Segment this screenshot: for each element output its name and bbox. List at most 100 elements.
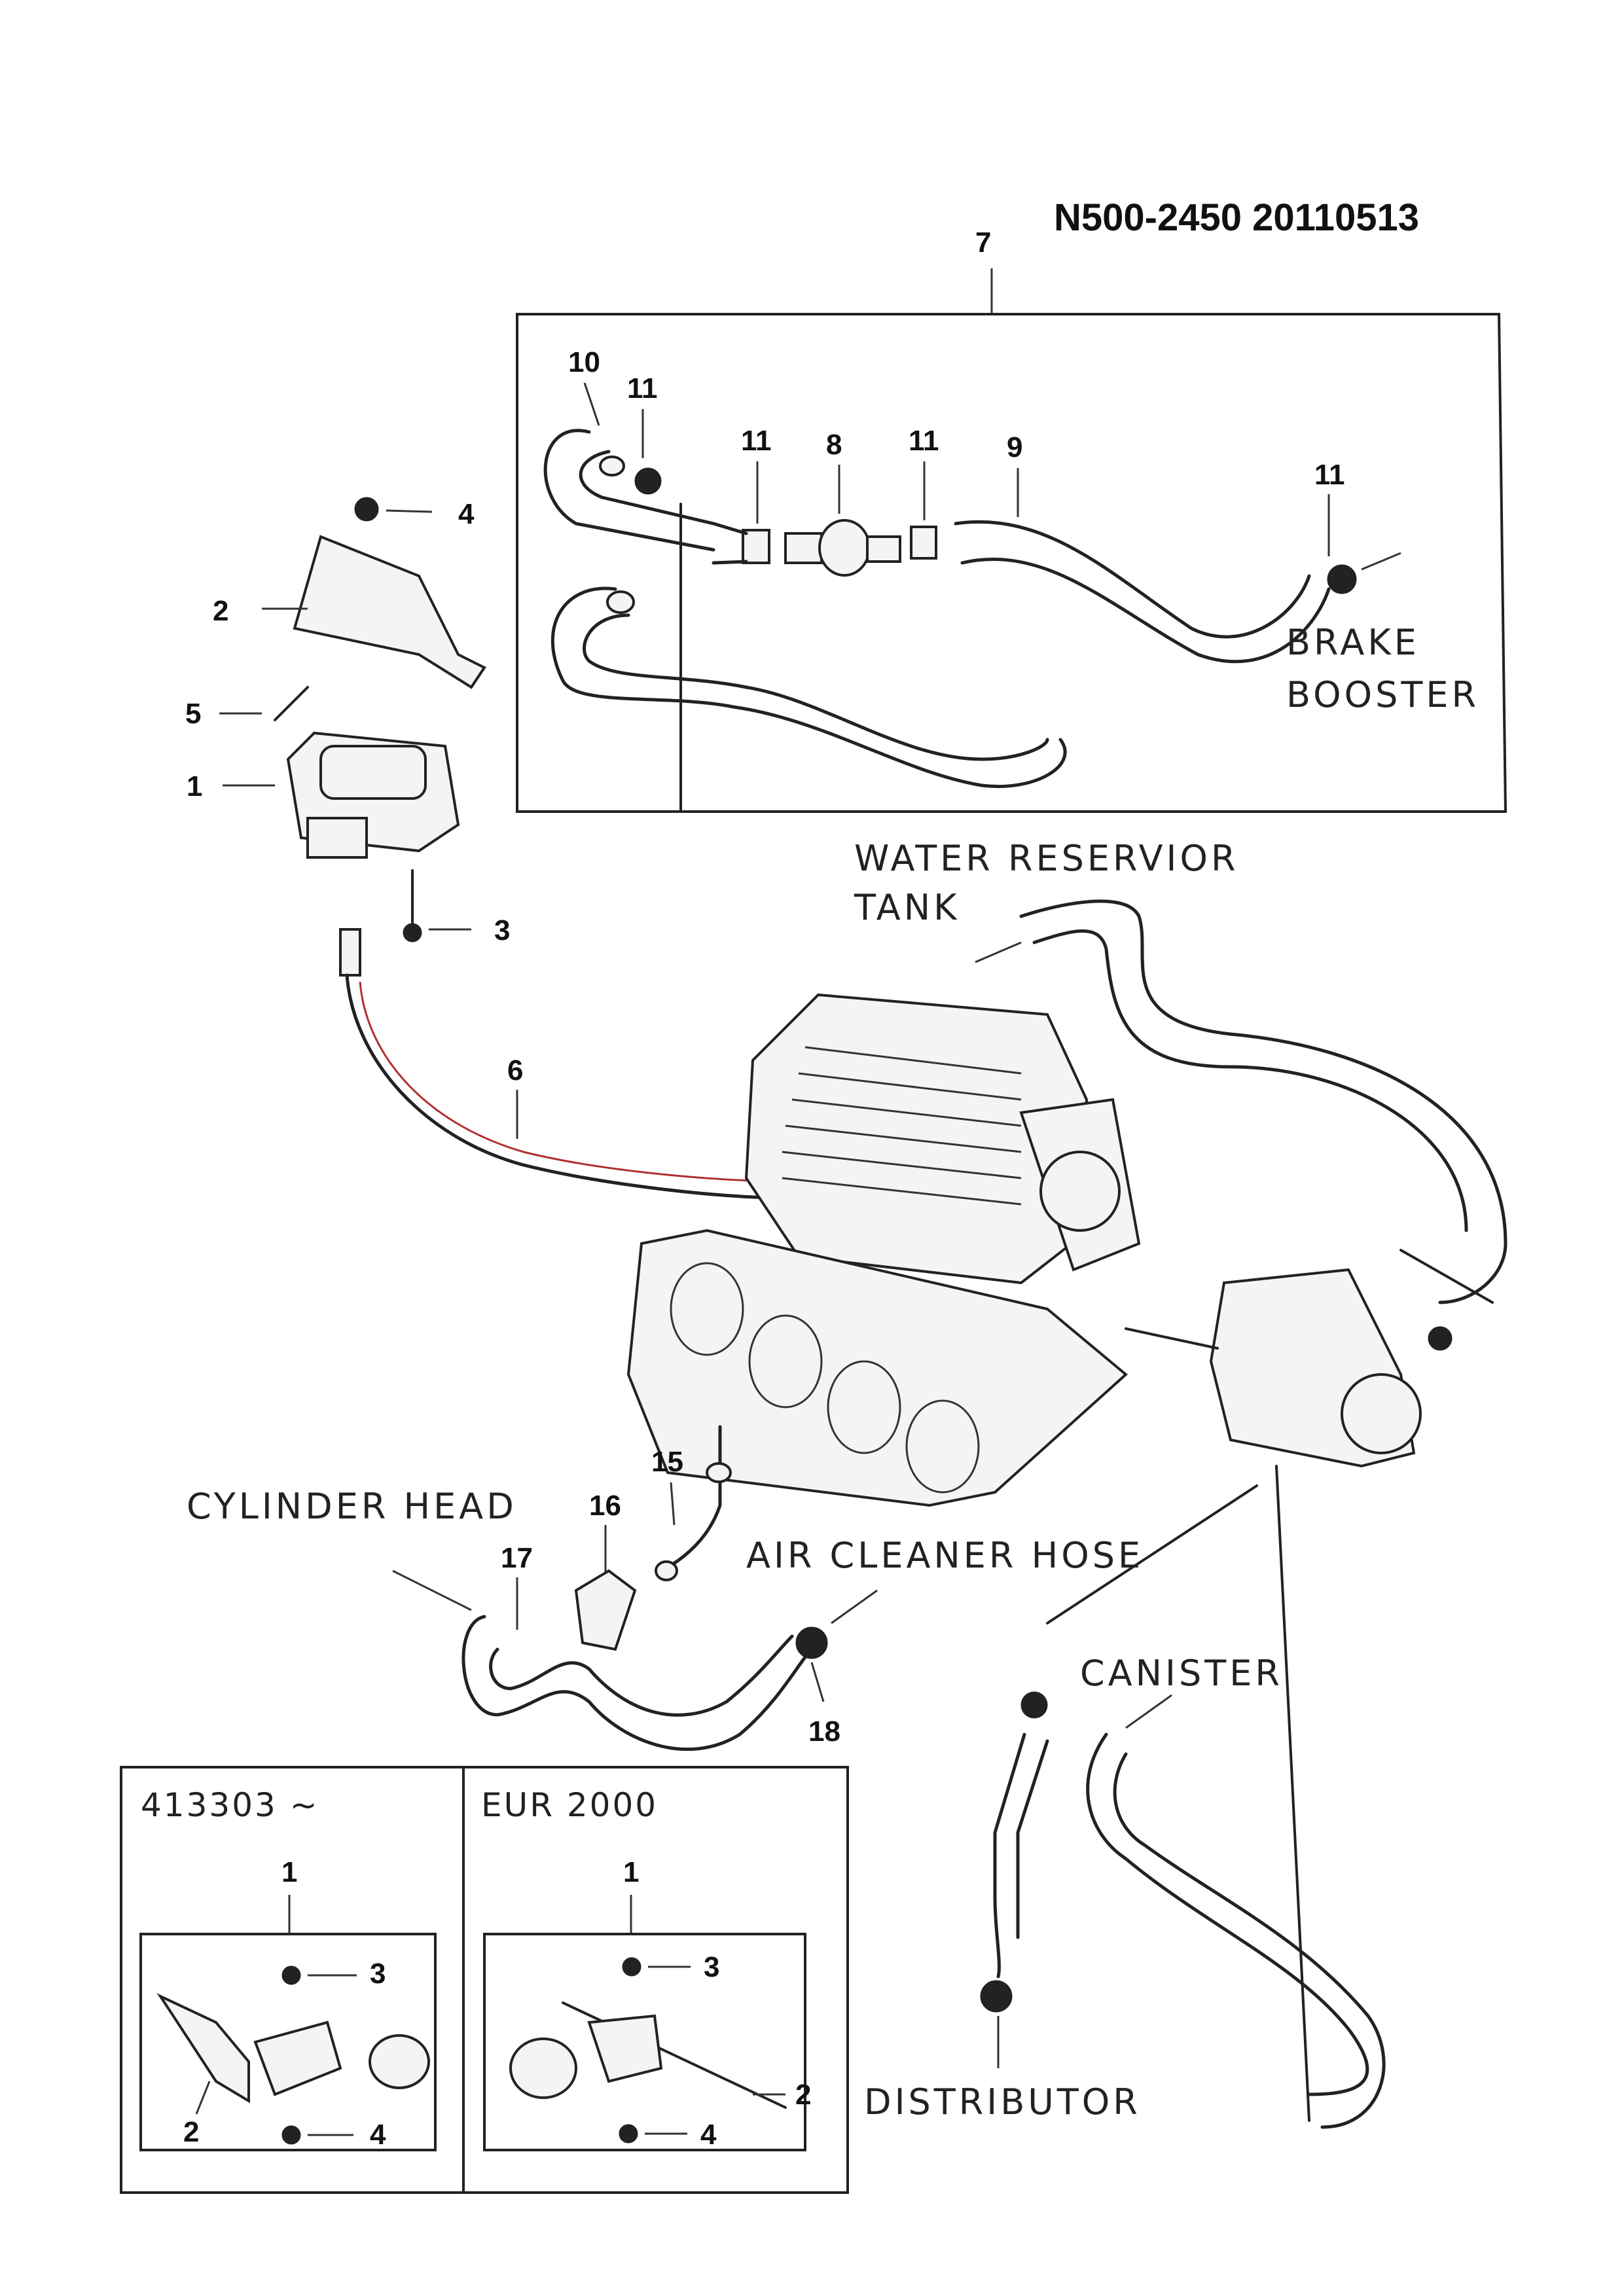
- canister-line: [1275, 1465, 1310, 2122]
- brake-label-2: BOOSTER: [1286, 674, 1479, 715]
- distributor-clamp-top: [1020, 1691, 1048, 1719]
- variant-left-bracket: [156, 1993, 250, 2104]
- hose-9: [954, 520, 1311, 639]
- sensor-port: [306, 817, 368, 859]
- leader-15: [670, 1482, 676, 1526]
- sensor-window: [319, 745, 427, 800]
- callout-9: 9: [1007, 431, 1022, 463]
- hose-17-inner: [489, 1634, 794, 1717]
- variant-right-plate: [587, 2014, 663, 2083]
- return-hose-end: [606, 590, 635, 614]
- variant-left-nut-icon: [281, 2125, 301, 2145]
- runner-flanges: [670, 1262, 980, 1494]
- canister-label: CANISTER: [1080, 1653, 1283, 1694]
- variant-right-frame: [483, 1933, 806, 2151]
- distributor-hose-inner: [1016, 1739, 1049, 1939]
- clamp-11c-icon: [910, 526, 937, 560]
- return-hose-inner: [583, 613, 1049, 761]
- intake-manifold: [626, 1229, 1128, 1507]
- callout-10: 10: [568, 346, 600, 378]
- variant-right-title: EUR 2000: [481, 1786, 658, 1824]
- air-cleaner-label: AIR CLEANER HOSE: [746, 1535, 1144, 1576]
- hose-10-end: [599, 456, 625, 476]
- variant-right-bolt-icon: [622, 1957, 641, 1977]
- callout-7: 7: [975, 226, 991, 259]
- water-label-1: WATER RESERVIOR: [854, 838, 1238, 879]
- clamp-11b-icon: [742, 529, 770, 564]
- canister-hose: [1086, 1732, 1369, 2096]
- variant-right-bracket: [562, 2001, 787, 2109]
- hose-15-lower-end: [655, 1560, 678, 1581]
- return-link: [1399, 1249, 1494, 1304]
- variant-left-callout-3: 3: [370, 1958, 386, 1990]
- doc-code: N500-2450 20110513: [1054, 196, 1419, 239]
- hose-9-outer: [960, 558, 1331, 664]
- cylinder-head-label: CYLINDER HEAD: [187, 1486, 517, 1527]
- clamp-11d-icon: [1327, 564, 1357, 594]
- callout-5: 5: [185, 698, 201, 730]
- variant-right-callout-1: 1: [623, 1856, 639, 1888]
- callout-2: 2: [213, 595, 228, 627]
- callout-11a: 11: [627, 372, 658, 404]
- variant-left-callout-4: 4: [370, 2119, 386, 2151]
- callout-17: 17: [501, 1542, 533, 1574]
- throttle-bore: [1039, 1151, 1121, 1232]
- hose-6-inner: [359, 981, 786, 1183]
- hose-6: [345, 973, 781, 1200]
- callout-18: 18: [808, 1715, 840, 1748]
- water-label-2: TANK: [854, 887, 960, 928]
- variant-left-leader-2: [195, 2081, 211, 2115]
- callout-15: 15: [651, 1446, 683, 1478]
- bracket-2: [293, 535, 486, 689]
- callout-16: 16: [589, 1490, 621, 1522]
- distributor-line: [1046, 1484, 1258, 1624]
- leader-10: [583, 382, 600, 426]
- vacuum-link: [1125, 1327, 1219, 1350]
- plenum-ribs: [782, 1046, 1022, 1206]
- check-valve-body: [784, 532, 823, 564]
- variant-right-sensor: [509, 2037, 577, 2099]
- arrow-cylinder: [392, 1570, 472, 1611]
- variant-left-port: [369, 2034, 430, 2089]
- distributor-clamp-bottom: [980, 1980, 1013, 2013]
- screw-5-icon: [274, 686, 309, 721]
- arrow-brake: [1361, 552, 1401, 571]
- callout-6: 6: [507, 1054, 523, 1086]
- arrow-water: [975, 941, 1022, 963]
- callout-11b: 11: [741, 425, 772, 457]
- bolt-3-head: [403, 923, 422, 942]
- arrow-canister: [1125, 1694, 1172, 1729]
- hose-10-inner: [579, 450, 715, 526]
- assembly-7-frame: [516, 313, 1507, 813]
- callout-8: 8: [826, 429, 842, 461]
- variant-table: [120, 1766, 849, 2194]
- check-valve-stem: [866, 535, 901, 563]
- distributor-label: DISTRIBUTOR: [864, 2081, 1141, 2123]
- nut-4-icon: [354, 497, 379, 522]
- variant-right-nut-icon: [619, 2124, 638, 2144]
- reservoir-hose-inner: [1032, 929, 1468, 1232]
- brake-label-1: BRAKE: [1286, 622, 1420, 663]
- return-hose: [550, 586, 1067, 788]
- reservoir-hose: [1019, 899, 1507, 1304]
- variant-right-callout-4: 4: [700, 2119, 717, 2151]
- variant-left-bolt-icon: [281, 1965, 301, 1985]
- hose-10: [543, 429, 715, 552]
- callout-4: 4: [458, 498, 475, 530]
- variant-left-frame: [139, 1933, 437, 2151]
- clamp-icon: [1428, 1326, 1453, 1351]
- check-valve-8-icon: [818, 519, 871, 577]
- clamp-18-icon: [795, 1626, 828, 1659]
- variant-right-callout-3: 3: [704, 1951, 719, 1983]
- leader-4: [386, 509, 433, 513]
- variant-left-callout-2: 2: [183, 2116, 199, 2148]
- callout-3: 3: [494, 914, 510, 946]
- hose-6-fitting: [339, 928, 361, 977]
- variant-left-sensor: [253, 2020, 342, 2096]
- hose-17: [461, 1615, 814, 1751]
- clamp-11-icon: [634, 467, 662, 495]
- callout-11d: 11: [1314, 459, 1345, 491]
- variant-right-callout-2: 2: [795, 2079, 811, 2111]
- hose-15-end: [706, 1462, 732, 1483]
